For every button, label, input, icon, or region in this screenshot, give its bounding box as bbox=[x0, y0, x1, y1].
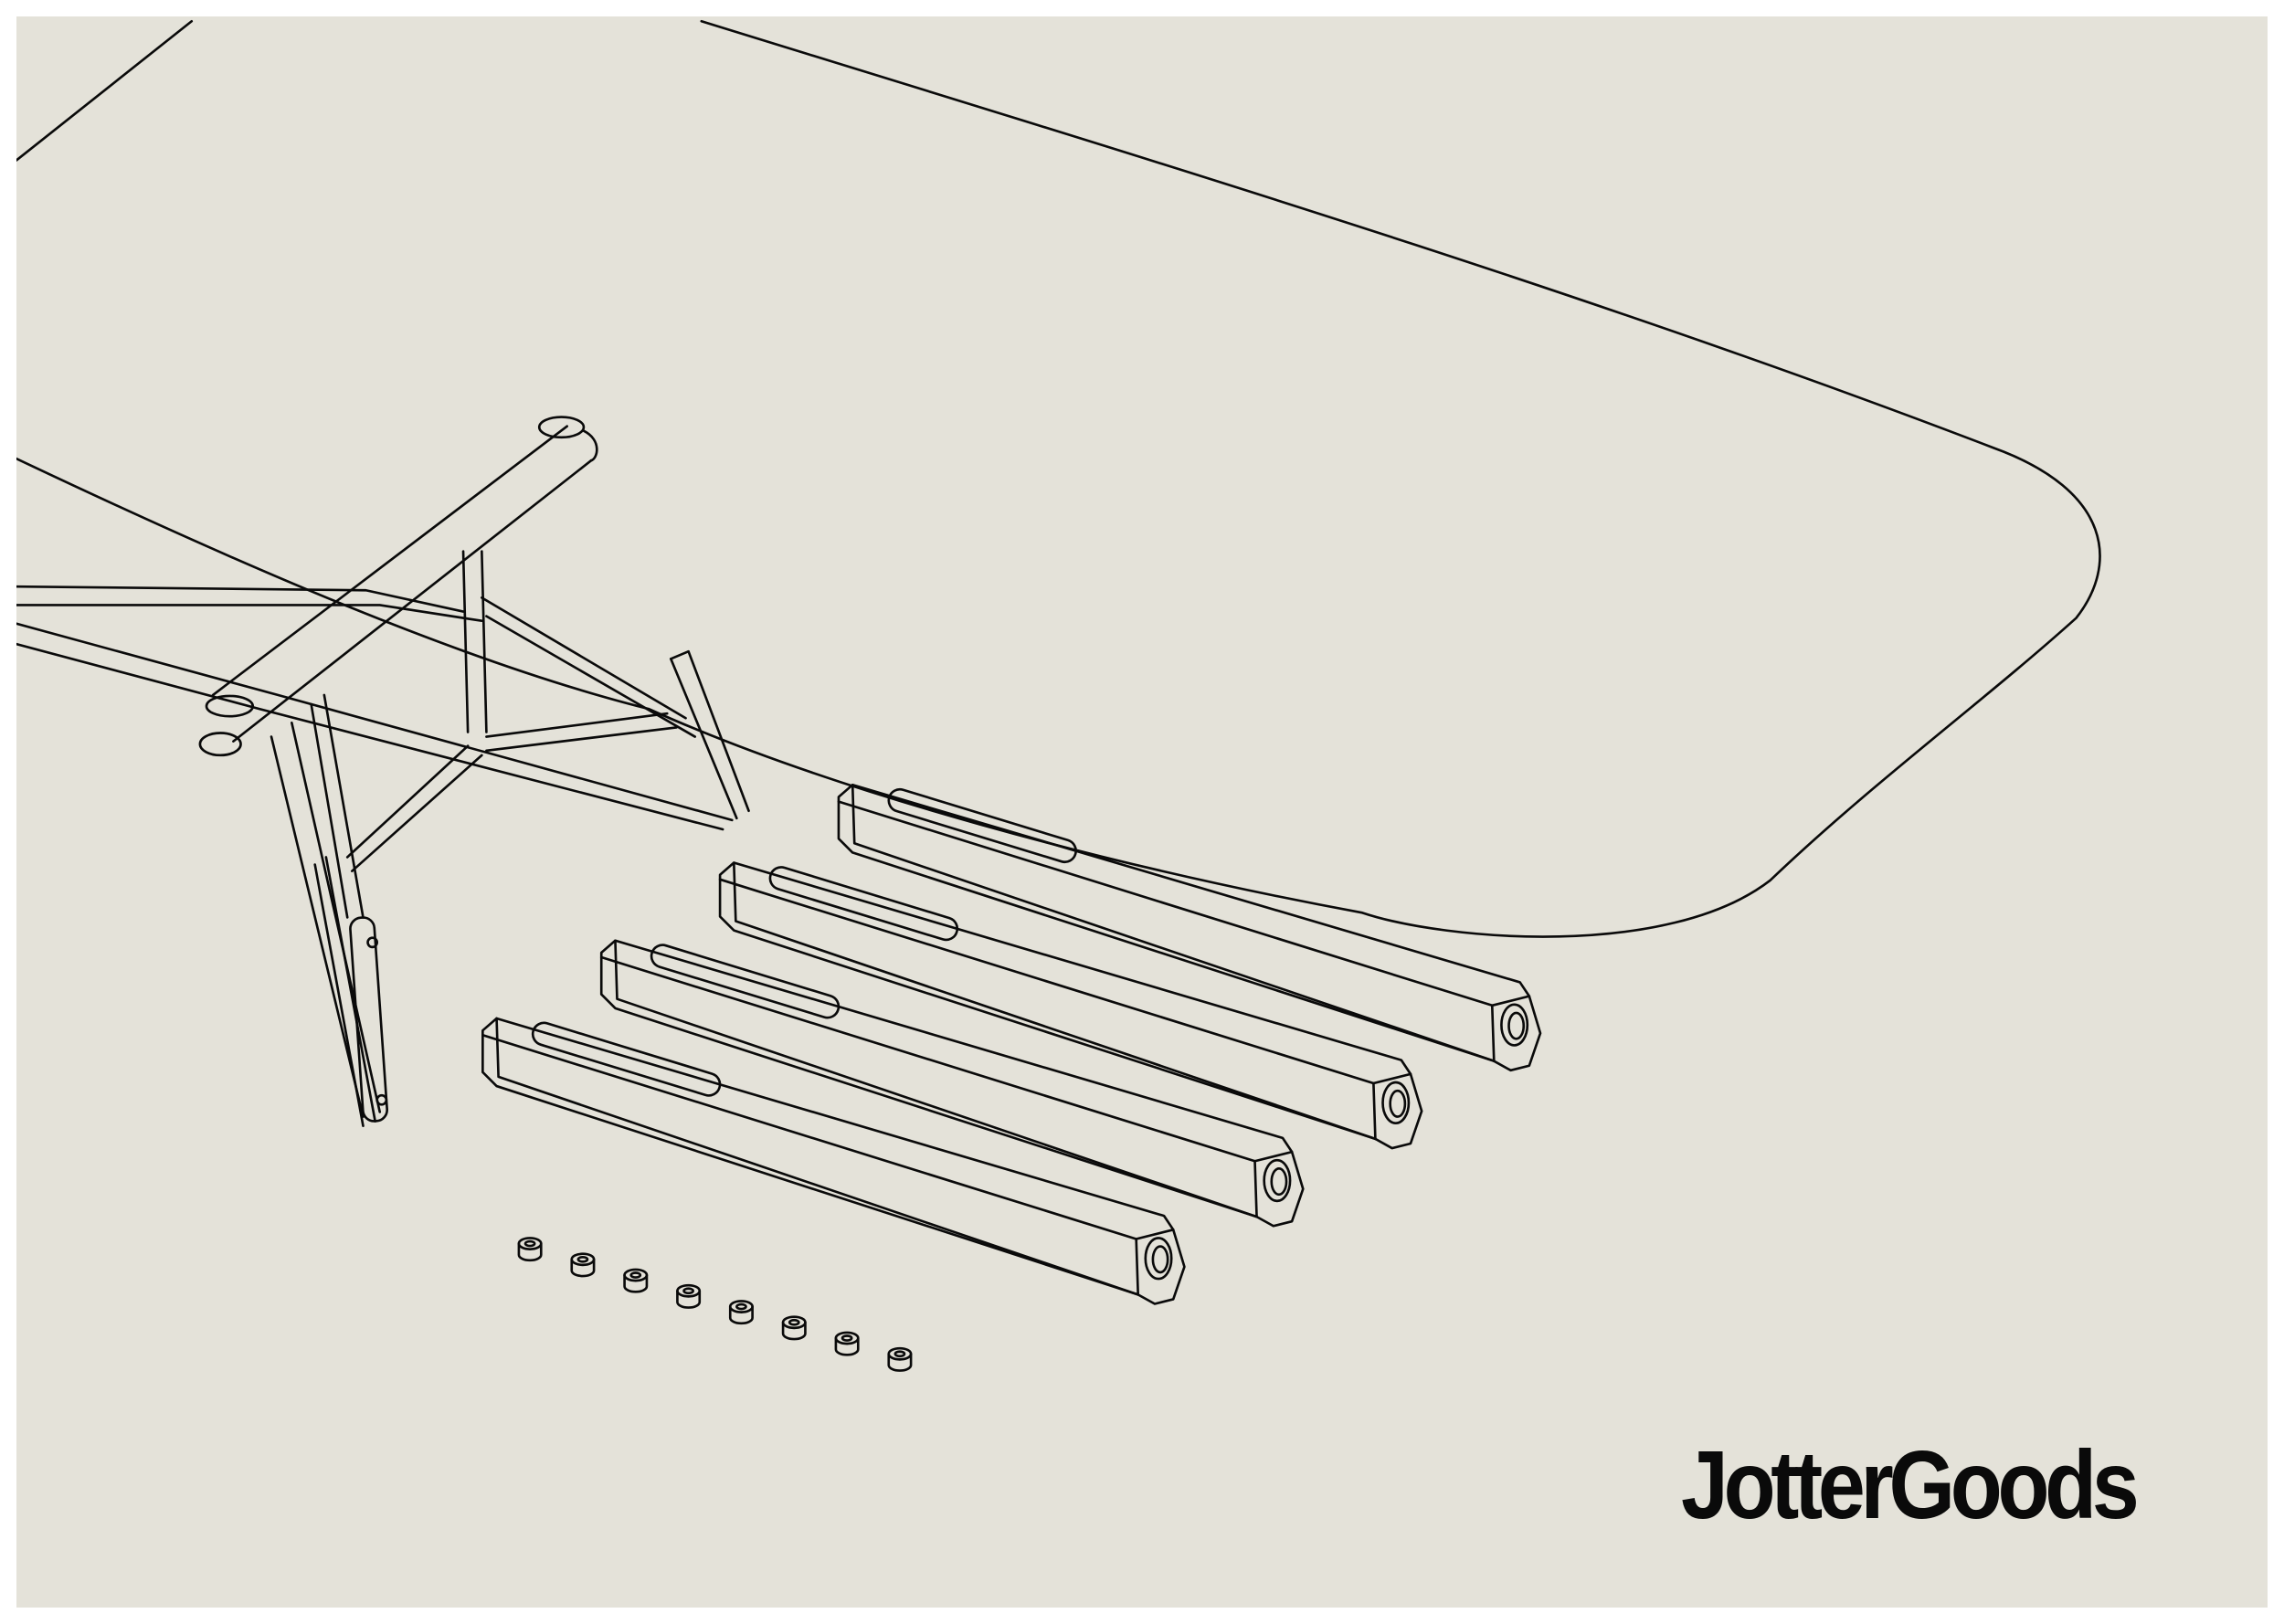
end-cap bbox=[781, 1315, 807, 1341]
wooden-bar bbox=[481, 1017, 1186, 1305]
end-cap bbox=[517, 1237, 543, 1262]
ironing-board-top bbox=[16, 19, 2101, 938]
illustration-frame: JotterGoods bbox=[16, 16, 2268, 1608]
wooden-bar bbox=[837, 783, 1542, 1072]
end-cap bbox=[676, 1283, 702, 1309]
wooden-bar bbox=[718, 861, 1423, 1150]
brand-wordmark: JotterGoods bbox=[1681, 1431, 2140, 1539]
end-cap bbox=[834, 1331, 860, 1356]
end-cap bbox=[623, 1268, 649, 1293]
frame-rivet-upper bbox=[366, 936, 379, 949]
wooden-bar bbox=[599, 939, 1305, 1228]
end-cap bbox=[570, 1252, 596, 1278]
end-cap bbox=[728, 1300, 754, 1325]
diagram-background bbox=[16, 16, 2268, 1608]
folding-leg-frame bbox=[16, 416, 750, 1128]
frame-rivet-lower bbox=[375, 1093, 388, 1106]
end-cap bbox=[887, 1346, 913, 1372]
product-diagram bbox=[16, 16, 2268, 1608]
frame-hinge-plate bbox=[349, 916, 388, 1123]
frame-cap-back bbox=[537, 416, 586, 439]
frame-tube-end bbox=[198, 732, 242, 757]
